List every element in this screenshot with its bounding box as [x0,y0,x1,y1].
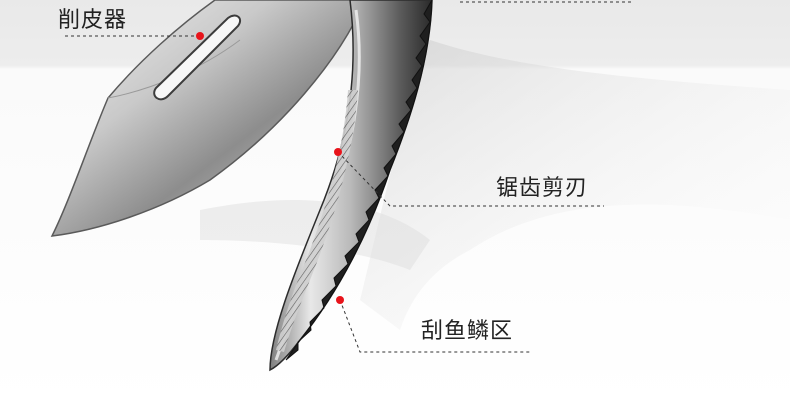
callout-scale-scraper-label: 刮鱼鳞区 [421,319,514,344]
peeler-blade [50,0,366,237]
blade-shadow [360,40,790,330]
leader-line-serrated [337,151,604,207]
saw-teeth [285,0,433,361]
leader-line-scale [339,299,530,353]
peeler-slot [153,14,242,101]
callout-serrated-blade-label: 锯齿剪刃 [496,176,589,201]
marker-dot-scale [336,296,344,304]
callout-peeler-label: 削皮器 [58,8,128,33]
marker-dot-serrated [334,148,342,156]
scale-scraper-band [276,90,358,352]
marker-dot-peeler [196,32,204,40]
leader-lines [62,1,634,353]
